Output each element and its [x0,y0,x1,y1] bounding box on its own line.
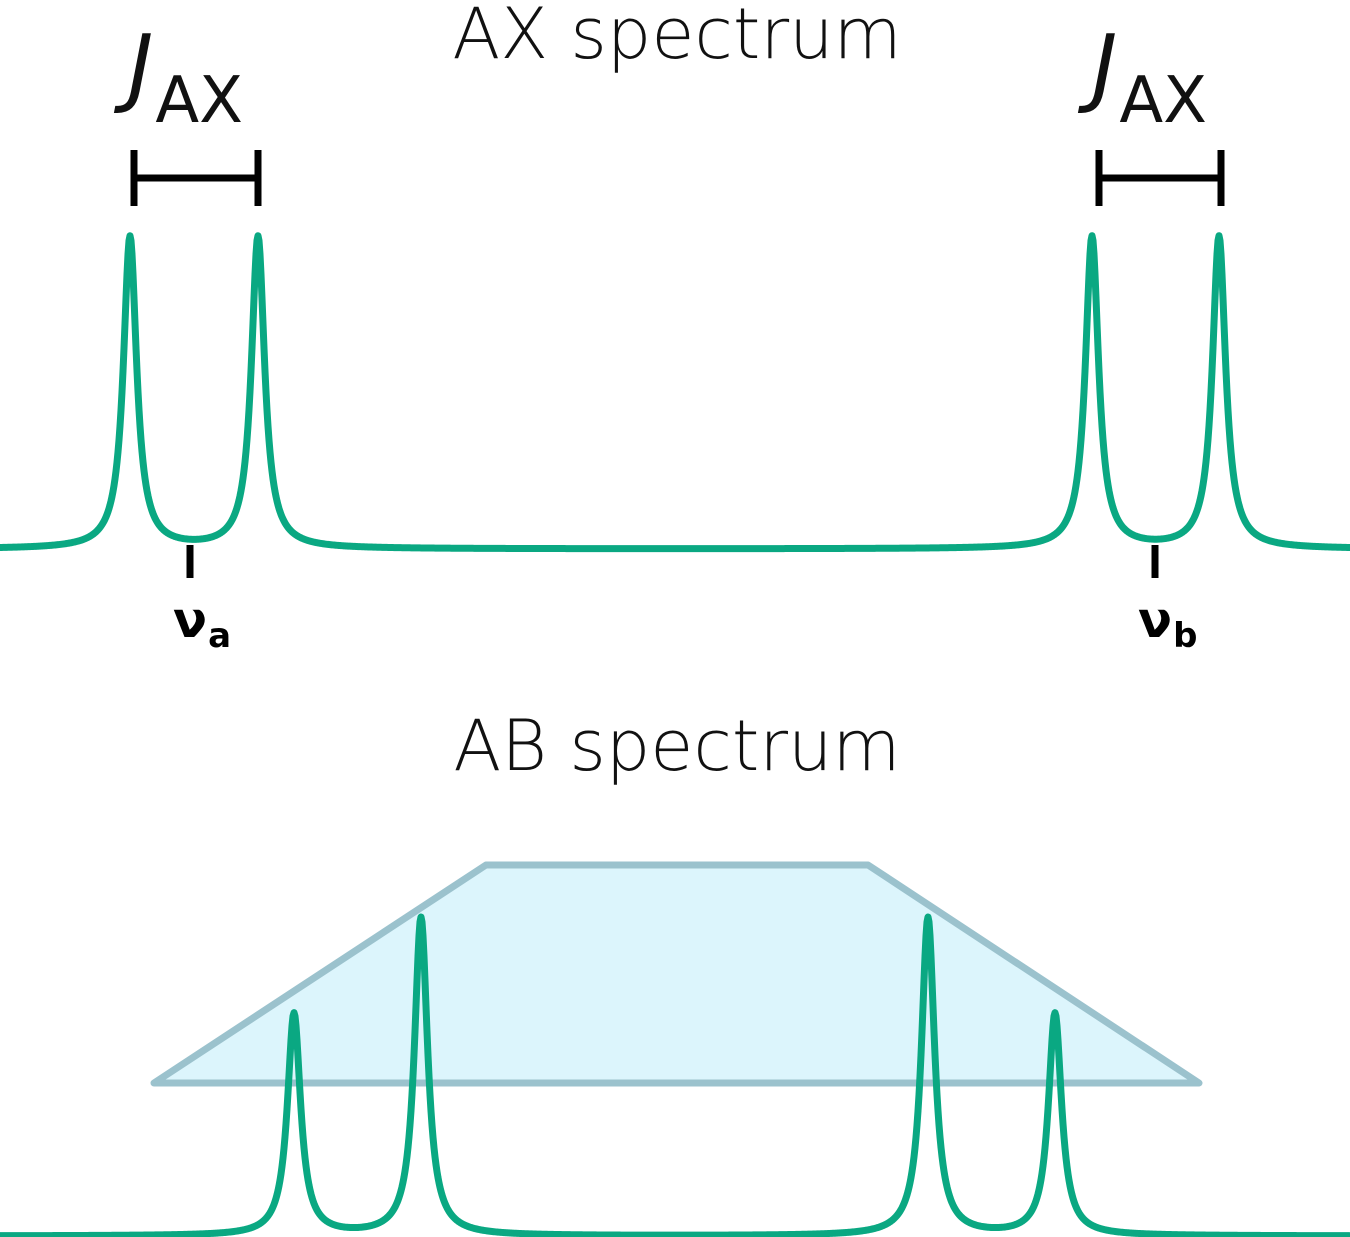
ab-spectrum-panel: AB spectrum [0,705,1350,1237]
ax-spectrum-title: AX spectrum [452,0,901,75]
ax-spectrum-panel: AX spectrum JAX JAX νa νb [0,0,1350,656]
j-subscript-left: AX [155,64,243,138]
j-ax-label-left: JAX [113,17,243,138]
nu-a-subscript: a [208,616,231,656]
nu-b-symbol: ν [1138,591,1172,649]
nu-a-symbol: ν [173,591,207,649]
j-ax-label-right: JAX [1077,17,1207,138]
nu-b-label: νb [1138,591,1197,656]
j-letter-right: J [1077,17,1117,117]
nu-b-subscript: b [1173,616,1197,656]
nu-a-label: νa [173,591,231,656]
j-subscript-right: AX [1119,64,1207,138]
coupling-bracket-left [130,150,262,206]
coupling-bracket-right [1095,150,1225,206]
ab-spectrum-trace [0,913,1350,1237]
ax-spectrum-trace [0,232,1350,553]
j-letter-left: J [113,17,153,117]
roof-effect-trapezoid [150,861,1203,1087]
ab-spectrum-title: AB spectrum [453,705,900,787]
